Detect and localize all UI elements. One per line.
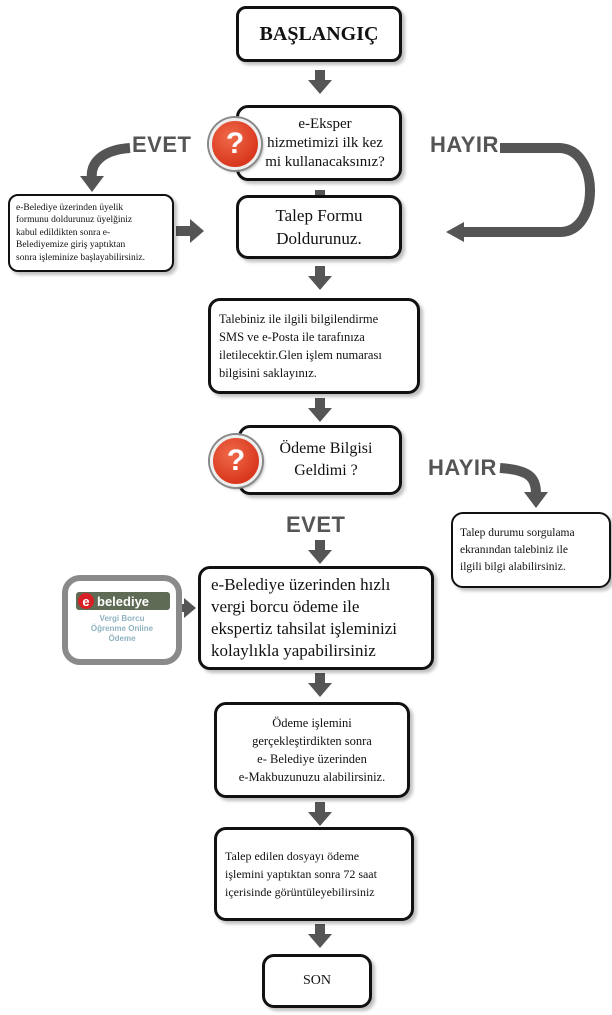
arrow-down-7 [308,802,332,826]
end-label: SON [302,973,331,988]
fill-form-node: Talep Formu Doldurunuz. [236,195,402,259]
arrow-no-curve [462,143,595,237]
arrow-left-logo [176,598,196,618]
arrow-down-1 [308,70,332,94]
label-no-payment: HAYIR [428,455,497,480]
decision-first-use: e-Eksper hizmetimizi ilk kez mi kullanac… [236,105,402,181]
register-note-text: e-Belediye üzerinden üyelik formunu dold… [16,202,146,263]
ebelediye-e-icon: e [78,593,94,609]
arrow-down-8 [308,924,332,948]
arrow-down-3 [308,266,332,290]
arrow-no-head [446,222,464,242]
ebelediye-logo-card: e belediye Vergi Borcu Öğrenme Online Öd… [62,575,182,665]
view-file-node: Talep edilen dosyayı ödeme işlemini yapt… [214,827,414,921]
label-yes-payment: EVET [286,512,346,537]
question-mark-icon: ? [210,435,262,487]
ebelediye-logo: e belediye [76,592,170,610]
decision-payment-label: Ödeme Bilgisi Geldimi ? [279,440,373,479]
end-node: SON [262,954,372,1008]
arrow-yes-curve [86,143,131,179]
receipt-text: Ödeme işlemini gerçekleştirdikten sonra … [238,716,386,784]
start-node: BAŞLANGIÇ [236,6,402,62]
decision-first-use-label: e-Eksper hizmetimizi ilk kez mi kullanac… [265,115,385,170]
arrow-no2-head [524,492,548,508]
arrow-yes-head [80,176,104,192]
receipt-node: Ödeme işlemini gerçekleştirdikten sonra … [214,702,410,798]
label-yes-first: EVET [132,132,192,157]
view-file-text: Talep edilen dosyayı ödeme işlemini yapt… [225,849,377,899]
decision-payment: Ödeme Bilgisi Geldimi ? [238,425,402,495]
start-label: BAŞLANGIÇ [259,22,379,45]
info-notice-node: Talebiniz ile ilgili bilgilendirme SMS v… [208,298,420,394]
register-note: e-Belediye üzerinden üyelik formunu dold… [8,194,174,272]
ebelediye-wordmark: belediye [97,593,150,609]
pay-online-text: e-Belediye üzerinden hızlı vergi borcu ö… [211,575,398,660]
arrow-down-4 [308,398,332,422]
question-mark-icon: ? [209,118,261,170]
arrow-down-6 [308,673,332,697]
arrow-down-5 [308,540,332,564]
info-notice-text: Talebiniz ile ilgili bilgilendirme SMS v… [219,312,382,380]
arrow-right-note [176,219,204,243]
ebelediye-caption: Vergi Borcu Öğrenme Online Ödeme [90,614,154,643]
status-query-text: Talep durumu sorgulama ekranından talebi… [460,526,575,573]
label-no-first: HAYIR [430,132,499,157]
fill-form-label: Talep Formu Doldurunuz. [275,206,363,248]
pay-online-node: e-Belediye üzerinden hızlı vergi borcu ö… [198,566,434,670]
arrow-no2-curve [499,463,541,495]
status-query-node: Talep durumu sorgulama ekranından talebi… [451,512,611,588]
